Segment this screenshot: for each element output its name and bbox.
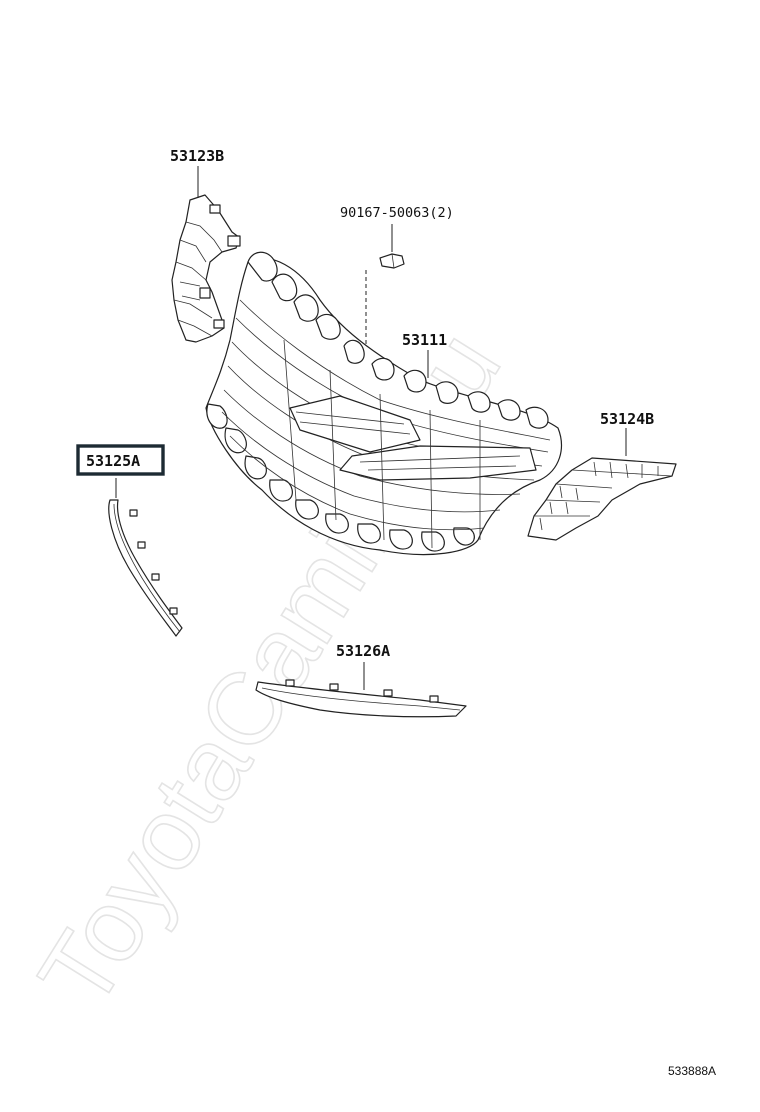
bolt-icon[interactable]	[379, 253, 405, 269]
bracket-53124b-drawing[interactable]	[527, 457, 677, 541]
highlight-box	[76, 444, 165, 476]
grille-53111-drawing[interactable]	[205, 251, 562, 556]
label-bolt-90167-50063[interactable]: 90167-50063(2)	[340, 205, 454, 221]
label-53123b[interactable]: 53123B	[170, 147, 224, 165]
label-53126a[interactable]: 53126A	[336, 642, 390, 660]
label-53124b[interactable]: 53124B	[600, 410, 654, 428]
molding-53125a-drawing[interactable]	[108, 499, 183, 637]
bracket-53123b-drawing[interactable]	[171, 194, 241, 343]
label-53111[interactable]: 53111	[402, 331, 447, 349]
label-53125a[interactable]: 53125A	[86, 452, 140, 470]
figure-id: 533888A	[668, 1064, 716, 1078]
molding-53126a-drawing[interactable]	[255, 679, 467, 718]
